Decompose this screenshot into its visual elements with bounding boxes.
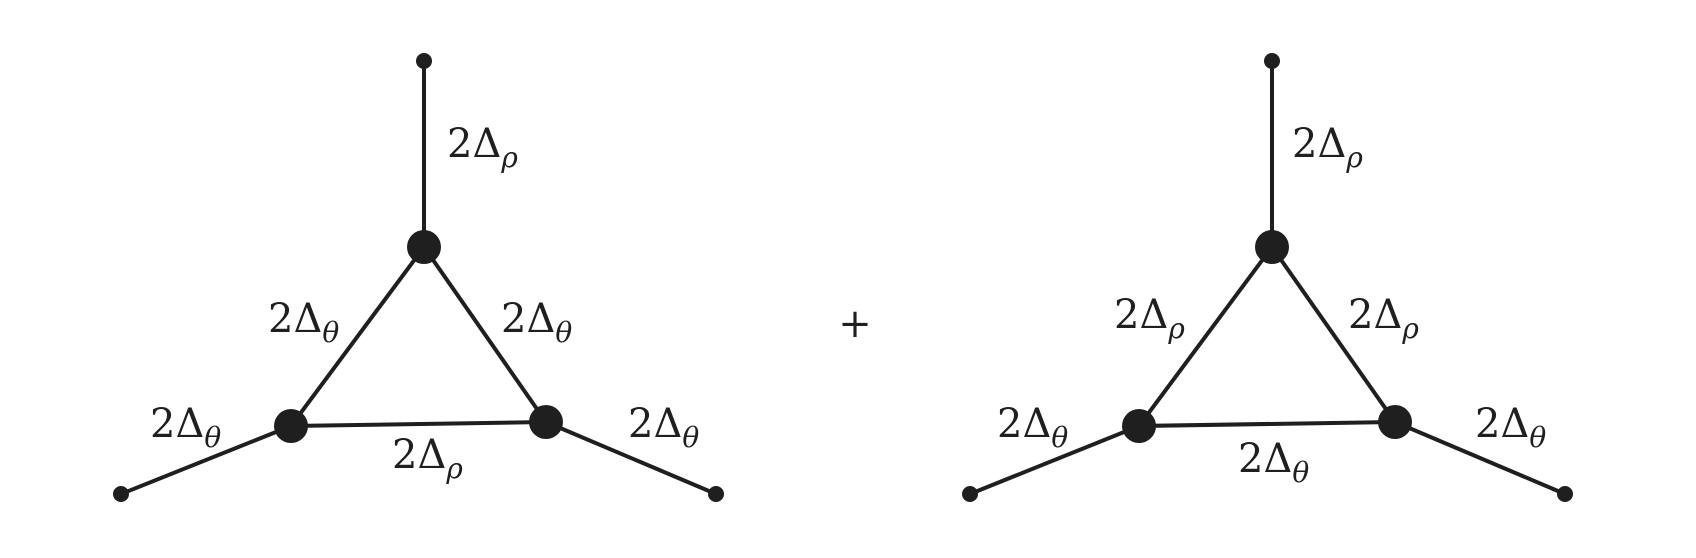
diagram-2-right-endpoint — [1557, 486, 1573, 502]
diagram-1: 2Δρ 2Δθ 2Δθ 2Δθ 2Δθ 2Δρ — [113, 53, 724, 502]
diagram-1-top-vertex — [407, 230, 441, 264]
diagram-1-top-leg-label: 2Δρ — [447, 121, 518, 174]
diagram-2-left-leg-label: 2Δθ — [997, 401, 1068, 454]
diagram-1-left-side-edge — [289, 245, 426, 428]
diagram-1-right-endpoint — [708, 486, 724, 502]
diagram-1-left-endpoint — [113, 486, 129, 502]
diagram-1-left-side-label: 2Δθ — [268, 296, 339, 349]
diagram-2-left-leg-edge — [968, 424, 1141, 496]
diagram-2-top-endpoint — [1264, 53, 1280, 69]
diagram-1-bottom-side-edge — [289, 420, 548, 428]
diagram-1-left-leg-edge — [119, 424, 293, 496]
diagram-2-top-vertex — [1255, 230, 1289, 264]
diagram-2-left-side-edge — [1137, 245, 1274, 428]
diagram-2-right-leg-edge — [1393, 420, 1567, 496]
diagram-2-bottom-side-label: 2Δθ — [1238, 436, 1309, 489]
diagram-2-bottom-side-edge — [1137, 420, 1397, 428]
diagram-1-right-side-label: 2Δθ — [501, 296, 572, 349]
diagram-1-right-side-edge — [422, 245, 548, 424]
diagram-2-right-vertex — [1378, 405, 1412, 439]
diagram-1-left-leg-label: 2Δθ — [150, 401, 221, 454]
diagram-2: 2Δρ 2Δρ 2Δρ 2Δθ 2Δθ 2Δθ — [962, 53, 1573, 502]
diagram-1-right-leg-label: 2Δθ — [628, 401, 699, 454]
diagram-2-right-leg-label: 2Δθ — [1475, 401, 1546, 454]
diagram-2-top-leg-label: 2Δρ — [1292, 121, 1363, 174]
diagram-1-right-leg-edge — [544, 420, 718, 496]
diagram-1-right-vertex — [529, 405, 563, 439]
diagram-1-bottom-side-label: 2Δρ — [392, 432, 463, 485]
diagram-2-right-side-label: 2Δρ — [1348, 292, 1419, 345]
diagram-2-left-side-label: 2Δρ — [1114, 292, 1185, 345]
plus-operator: + — [838, 301, 872, 347]
diagram-2-right-side-edge — [1270, 245, 1397, 424]
diagram-1-top-endpoint — [416, 53, 432, 69]
diagram-2-left-vertex — [1122, 409, 1156, 443]
diagram-1-left-vertex — [274, 409, 308, 443]
diagram-2-left-endpoint — [962, 486, 978, 502]
